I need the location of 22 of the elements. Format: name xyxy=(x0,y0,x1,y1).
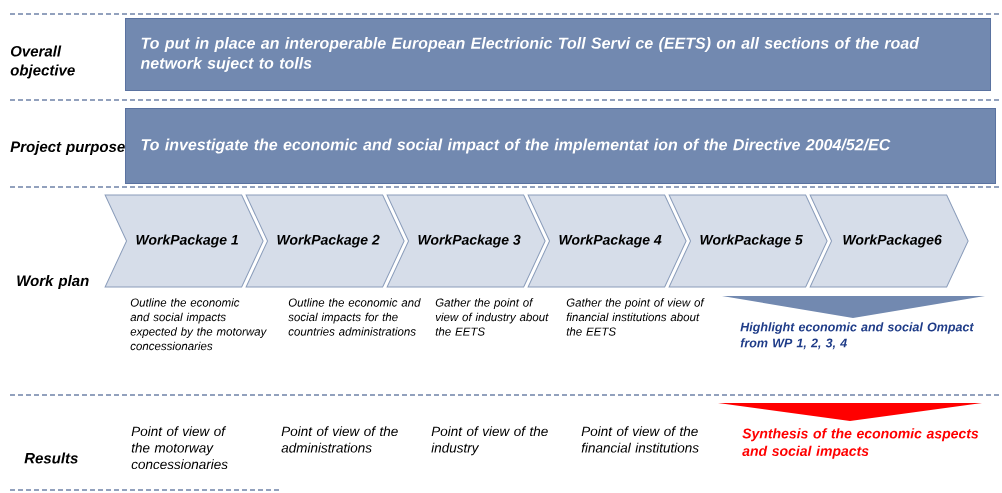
description-text: Gather the point of view of industry about the EETS xyxy=(435,298,549,336)
row-heading: Project purpose xyxy=(10,141,125,155)
chevron-step: WorkPackage 4 xyxy=(527,194,687,288)
result-text: Point of view of the motorway concessionaries xyxy=(131,426,228,470)
result-text: Point of view of the industry xyxy=(431,426,548,456)
row-heading: Results xyxy=(24,452,78,464)
chevron-step: WorkPackage 5 xyxy=(668,194,828,288)
synthesis-text: Synthesis of the economic aspects and social impacts xyxy=(742,428,979,459)
highlight-text: Highlight economic and social Ompact from WP 1, 2, 3, 4 xyxy=(740,322,974,350)
chevron-step: WorkPackage 1 xyxy=(104,194,264,288)
result-text: Point of view of the financial institutions xyxy=(581,426,699,453)
text-box: To investigate the economic and social impact of the implementat ion of the Directive 2004/52/EC xyxy=(125,108,996,184)
chevron-step: WorkPackage 2 xyxy=(245,194,405,288)
chevron-step: WorkPackage 3 xyxy=(386,194,546,288)
chevron-step: WorkPackage6 xyxy=(809,194,969,288)
result-text: Point of view of the administrations xyxy=(281,426,398,453)
row-heading: Overall objective xyxy=(10,45,75,79)
text-box: To put in place an interoperable European Electrionic Toll Servi ce (EETS) on all sections of the road network suject to tolls xyxy=(125,18,991,91)
description-text: Outline the economic and social impacts for the countries administrations xyxy=(288,298,421,336)
row-heading: Work plan xyxy=(17,275,89,289)
description-text: Gather the point of view of financial institutions about the EETS xyxy=(566,298,705,336)
description-text: Outline the economic and social impacts expected by the motorway concessionaries xyxy=(130,298,267,351)
